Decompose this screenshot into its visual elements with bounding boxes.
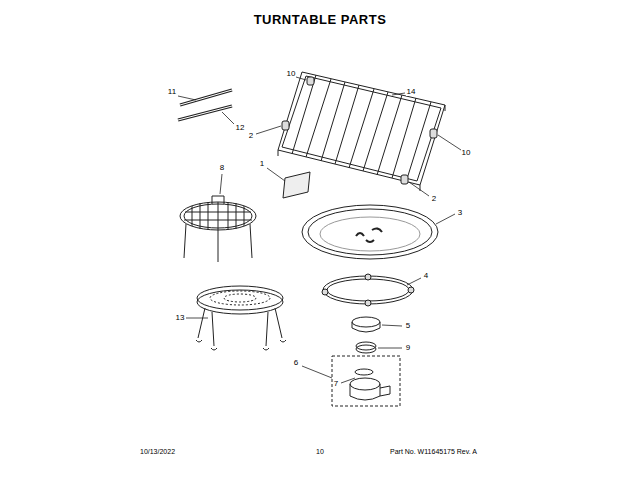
part-number: Part No. W11645175 Rev. A (390, 448, 477, 456)
callout-number: 11 (167, 88, 177, 97)
callout-number: 3 (457, 209, 463, 218)
wire-rack (278, 72, 445, 191)
footer-date: 10/13/2022 (140, 448, 175, 456)
callout-number: 9 (405, 344, 411, 353)
callout-number: 8 (219, 164, 225, 173)
seal-ring (356, 342, 376, 353)
coupler (352, 317, 380, 332)
rod-pair (178, 90, 232, 120)
page-number: 10 (316, 448, 324, 456)
callout-number: 6 (293, 359, 299, 368)
page-title: TURNTABLE PARTS (254, 13, 387, 27)
callout-number: 12 (235, 124, 246, 133)
callout-number: 10 (461, 149, 472, 158)
callout-number: 10 (286, 70, 297, 79)
callout-number: 5 (405, 322, 411, 331)
callout-number: 2 (248, 132, 254, 141)
motor-group-box (332, 356, 400, 406)
callout-number: 13 (175, 314, 186, 323)
callout-number: 4 (423, 272, 429, 281)
rack-clips (282, 77, 437, 184)
roller-ring (322, 274, 414, 306)
cover-card (283, 172, 310, 198)
leader-lines (178, 77, 461, 383)
motor (350, 369, 390, 400)
round-rack (180, 196, 256, 262)
grill-stand (196, 286, 286, 350)
callout-number: 1 (259, 160, 265, 169)
callout-number: 7 (333, 380, 339, 389)
glass-tray (302, 205, 438, 259)
callout-number: 2 (431, 195, 437, 204)
callout-number: 14 (406, 88, 417, 97)
